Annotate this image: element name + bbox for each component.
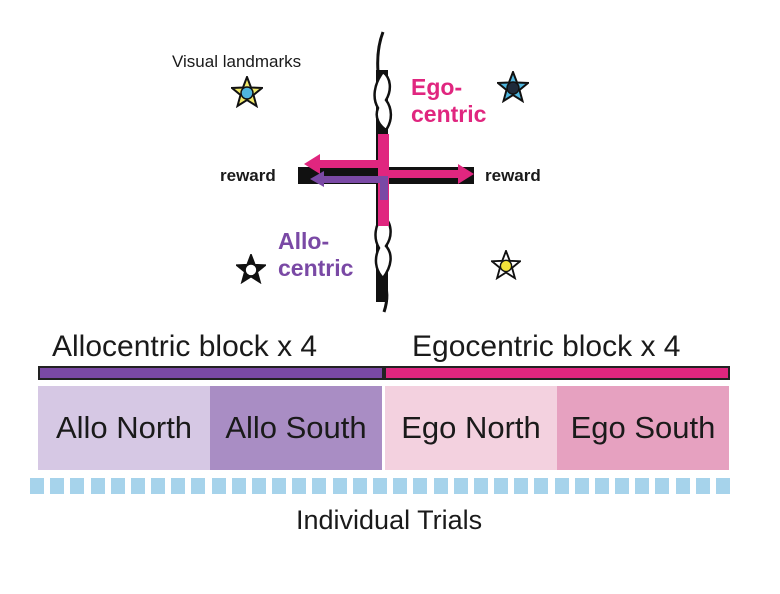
trial-marker: [130, 478, 145, 494]
trial-marker: [211, 478, 226, 494]
trial-marker: [413, 478, 428, 494]
condition-allo-south: Allo South: [210, 386, 382, 470]
mouse-icon: [373, 31, 393, 132]
egocentric-label: Ego- centric: [411, 74, 486, 128]
trial-marker: [352, 478, 367, 494]
reward-left-label: reward: [220, 166, 276, 185]
trial-marker: [494, 478, 509, 494]
star-blue-yellow-icon: [231, 76, 263, 108]
allocentric-label: Allo- centric: [278, 228, 353, 282]
trials-row: [30, 478, 730, 494]
trial-marker: [171, 478, 186, 494]
allocentric-label-line2: centric: [278, 255, 354, 281]
ego-right-arrow: [388, 164, 474, 184]
egocentric-block-title: Egocentric block x 4: [412, 330, 681, 363]
trial-marker: [251, 478, 266, 494]
trial-marker: [574, 478, 589, 494]
trial-marker: [615, 478, 630, 494]
trial-marker: [231, 478, 246, 494]
trial-marker: [514, 478, 529, 494]
mouse-icon: [374, 214, 392, 313]
trial-marker: [312, 478, 327, 494]
trial-marker: [292, 478, 307, 494]
egocentric-block-bar: [384, 366, 730, 380]
trial-marker: [50, 478, 65, 494]
trial-marker: [675, 478, 690, 494]
condition-label: Ego South: [570, 410, 716, 445]
trial-marker: [453, 478, 468, 494]
star-blue-black-icon: [497, 71, 529, 103]
allocentric-block-bar: [38, 366, 384, 380]
trial-marker: [393, 478, 408, 494]
landmarks-label: Visual landmarks: [172, 52, 302, 71]
trial-marker: [433, 478, 448, 494]
trial-marker: [554, 478, 569, 494]
trial-marker: [272, 478, 287, 494]
trial-marker: [635, 478, 650, 494]
trial-marker: [373, 478, 387, 494]
condition-label: Allo South: [225, 410, 367, 445]
condition-allo-north: Allo North: [38, 386, 210, 470]
condition-ego-north: Ego North: [385, 386, 557, 470]
condition-label: Ego North: [401, 410, 541, 445]
allocentric-label-line1: Allo-: [278, 228, 330, 254]
individual-trials-label: Individual Trials: [296, 505, 483, 535]
trial-marker: [655, 478, 670, 494]
maze-illustration: [298, 31, 474, 313]
trial-marker: [594, 478, 609, 494]
trial-marker: [90, 478, 105, 494]
trial-marker: [70, 478, 85, 494]
trial-marker: [716, 478, 730, 494]
trial-marker: [332, 478, 347, 494]
trial-marker: [191, 478, 206, 494]
condition-ego-south: Ego South: [557, 386, 729, 470]
ego-left-arrow: [304, 154, 382, 174]
trial-marker: [534, 478, 549, 494]
egocentric-label-line1: Ego-: [411, 74, 463, 100]
star-black-white-icon: [236, 254, 266, 284]
trial-marker: [110, 478, 125, 494]
allocentric-block-title: Allocentric block x 4: [52, 330, 318, 363]
allo-left-arrow: [310, 171, 388, 200]
trial-marker: [695, 478, 710, 494]
reward-right-label: reward: [485, 166, 541, 185]
trial-marker: [473, 478, 488, 494]
condition-label: Allo North: [55, 410, 193, 445]
egocentric-label-line2: centric: [411, 101, 487, 127]
trial-marker: [30, 478, 44, 494]
trial-marker: [151, 478, 166, 494]
star-yellow-icon: [491, 250, 521, 280]
